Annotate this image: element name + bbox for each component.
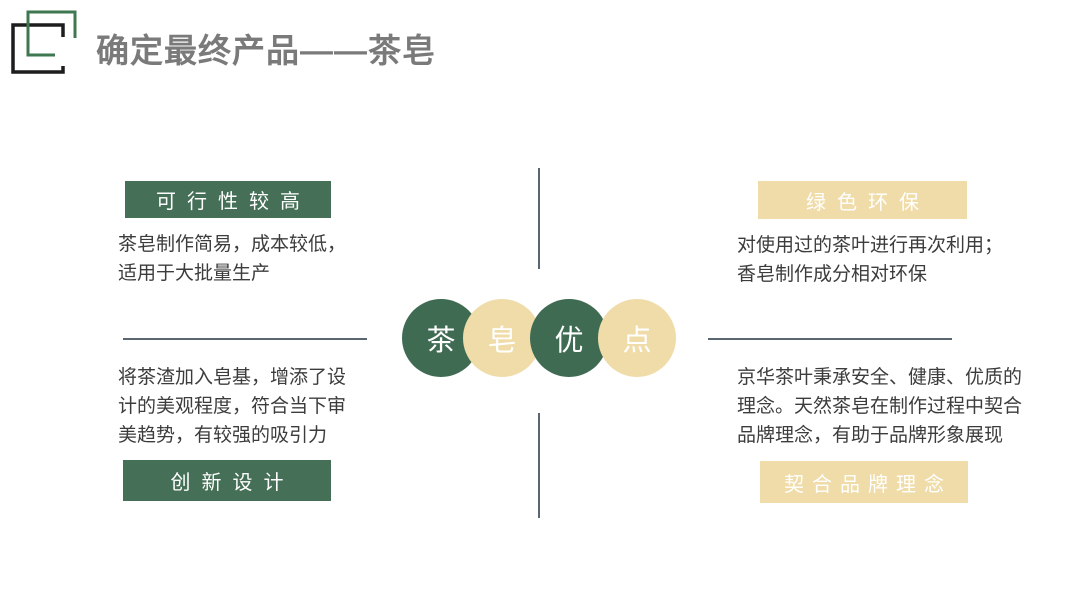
label-box-eco-friendly: 绿色环保 (758, 181, 967, 219)
label-text: 绿色环保 (806, 191, 930, 214)
label-box-feasibility: 可行性较高 (125, 181, 331, 218)
label-box-brand-concept: 契合品牌理念 (760, 461, 968, 503)
center-circle-advantage-2: 点 (598, 299, 676, 377)
center-circle-advantage-1: 优 (530, 299, 608, 377)
label-text: 可行性较高 (156, 191, 311, 213)
vertical-divider-top (538, 168, 540, 269)
overlapping-squares-logo-icon (11, 10, 77, 74)
body-text-innovative-design: 将茶渣加入皂基，增添了设 计的美观程度，符合当下审 美趋势，有较强的吸引力 (118, 367, 347, 446)
body-text-brand-concept: 京华茶叶秉承安全、健康、优质的 理念。天然茶皂在制作过程中契合 品牌理念，有助于… (737, 367, 1023, 446)
circle-char: 皂 (487, 325, 517, 357)
horizontal-divider-right (708, 338, 952, 340)
center-circle-soap: 皂 (463, 299, 541, 377)
circle-char: 优 (554, 325, 584, 357)
vertical-divider-bottom (538, 413, 540, 518)
label-box-innovative-design: 创新设计 (123, 460, 331, 501)
horizontal-divider-left (123, 338, 367, 340)
circle-char: 点 (622, 325, 652, 357)
page-title: 确定最终产品——茶皂 (96, 32, 436, 69)
label-text: 创新设计 (170, 472, 295, 494)
label-text: 契合品牌理念 (784, 473, 952, 496)
body-text-feasibility: 茶皂制作简易，成本较低， 适用于大批量生产 (118, 234, 347, 284)
circle-char: 茶 (426, 325, 456, 357)
body-text-eco-friendly: 对使用过的茶叶进行再次利用； 香皂制作成分相对环保 (737, 235, 1004, 285)
